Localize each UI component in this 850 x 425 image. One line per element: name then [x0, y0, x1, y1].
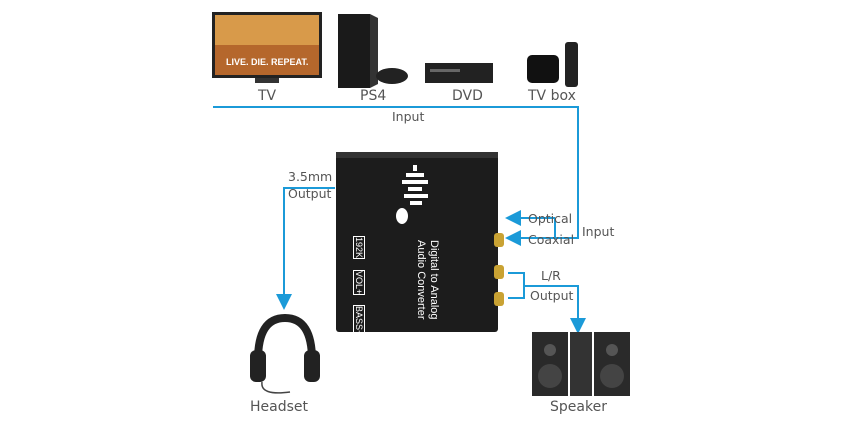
optical-label: Optical [528, 211, 573, 226]
device-buttons: 192K VOL+ BASS+ [353, 236, 365, 337]
right-input-label: Input [582, 224, 615, 239]
vol-button[interactable]: VOL+ [353, 269, 365, 295]
input-connection-line [213, 106, 579, 246]
tv-screen-text: LIVE. DIE. REPEAT. [226, 57, 309, 67]
headphone-output-line1: 3.5mm [288, 169, 333, 184]
192k-button[interactable]: 192K [353, 236, 365, 260]
sound-wave-logo [396, 165, 428, 224]
tv-label: TV [258, 88, 277, 104]
bass-button[interactable]: BASS+ [353, 305, 365, 337]
lr-output-label: Output [530, 288, 574, 303]
speaker-label: Speaker [550, 399, 607, 415]
headphone-output-line2: Output [288, 186, 332, 201]
ps4-image [338, 14, 408, 88]
coaxial-label: Coaxial [528, 232, 575, 247]
headphone-connection-line [276, 187, 335, 310]
device-title-line2: Audio Converter [415, 240, 427, 320]
lr-label: L/R [541, 268, 561, 283]
speaker-image [532, 332, 630, 396]
tv-box-label: TV box [528, 88, 576, 104]
dac-device [336, 152, 504, 332]
ps4-label: PS4 [360, 88, 387, 104]
headset-image [250, 313, 320, 394]
device-title: Digital to Analog Audio Converter [414, 240, 440, 320]
input-label: Input [392, 109, 425, 124]
lr-connection-line [508, 272, 586, 334]
device-title-line1: Digital to Analog [428, 240, 440, 320]
headset-label: Headset [250, 399, 309, 415]
tv-image [212, 12, 322, 83]
dvd-label: DVD [452, 88, 483, 104]
dvd-player-image [425, 63, 493, 83]
rca-jacks [494, 233, 504, 306]
tv-box-image [527, 42, 578, 87]
